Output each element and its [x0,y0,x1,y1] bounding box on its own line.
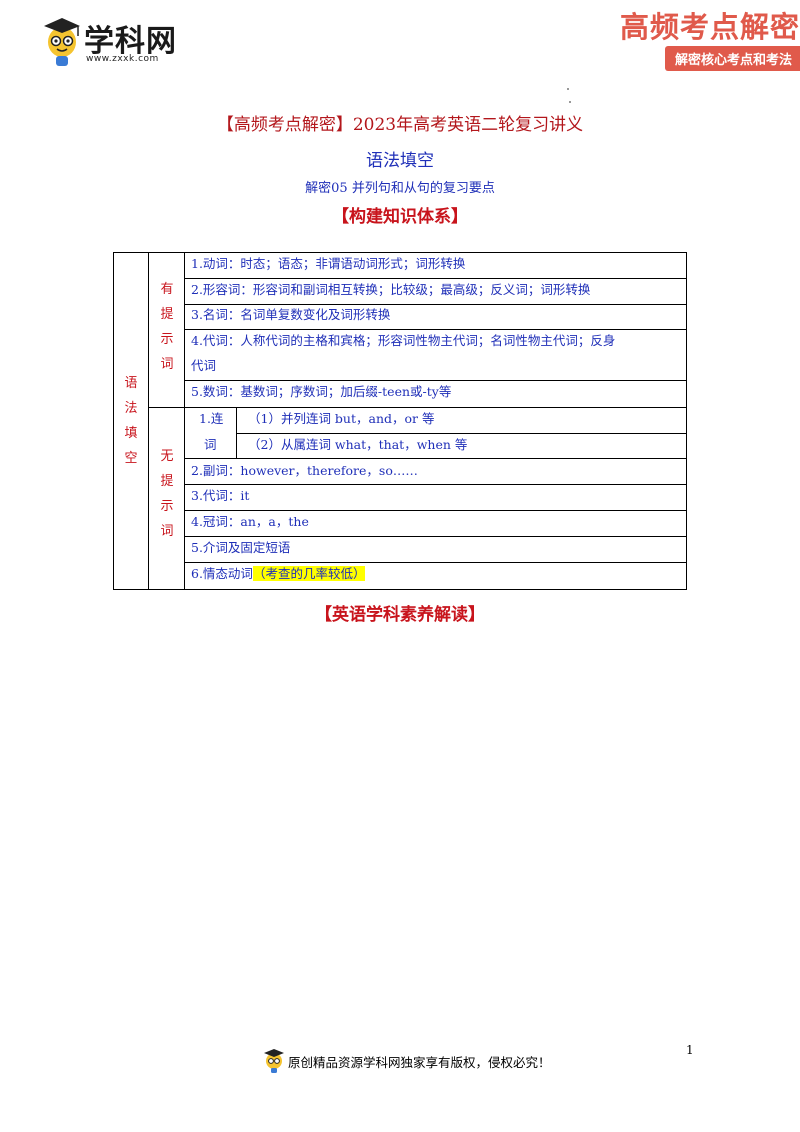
document-subtitle: 语法填空 [366,151,434,171]
table-row: 代词 [191,358,217,373]
table-row: 4.冠词：an，a，the [191,514,309,529]
modal-row-prefix: 6.情态动词 [191,566,253,581]
table-row: 5.介词及固定短语 [191,540,291,555]
literacy-heading: 【英语学科素养解读】 [315,605,485,625]
table-row: 4.代词：人称代词的主格和宾格；形容词性物主代词；名词性物主代词；反身 [191,333,616,348]
mascot-icon [264,1049,284,1073]
page-number: 1 [686,1043,694,1057]
table-row: 2.副词：however，therefore，so…… [191,463,418,478]
document-title: 【高频考点解密】2023年高考英语二轮复习讲义 [216,115,584,135]
table-row: （1）并列连词 but，and，or 等 [248,411,435,426]
decor-dot [567,88,569,90]
mascot-icon [44,18,80,66]
promo-banner: 高频考点解密 解密核心考点和考法 [610,4,800,72]
table-row: （2）从属连词 what，that，when 等 [248,437,468,452]
promo-title: 高频考点解密 [619,10,800,44]
decor-dot [569,101,571,103]
table-row: 5.数词：基数词；序数词；加后缀-teen或-ty等 [191,384,452,399]
table-row: 6.情态动词（考查的几率较低） [191,564,366,584]
table-row: 1.动词：时态；语态；非谓语动词形式；词形转换 [191,256,466,271]
conj-label: 1.连 [199,411,224,426]
highlight-note: （考查的几率较低） [252,566,366,581]
section-title: 解密05 并列句和从句的复习要点 [305,181,495,196]
brand-logo: 学科网 www.zxxk.com [40,12,190,70]
group-label-without-hint: 无提示词 [160,449,174,539]
brand-name: 学科网 [84,24,177,59]
table-row: 3.名词：名词单复数变化及词形转换 [191,307,391,322]
promo-subtitle: 解密核心考点和考法 [664,46,800,71]
group-label-with-hint: 有提示词 [160,282,174,372]
root-label: 语法填空 [124,376,138,466]
brand-url: www.zxxk.com [86,54,159,64]
knowledge-heading: 【构建知识体系】 [332,207,468,227]
knowledge-table [113,252,687,590]
copyright-notice: 原创精品资源学科网独家享有版权，侵权必究！ [288,1055,551,1070]
table-row: 3.代词：it [191,488,250,503]
table-row: 2.形容词：形容词和副词相互转换；比较级；最高级；反义词；词形转换 [191,282,591,297]
conj-label: 词 [204,437,217,452]
